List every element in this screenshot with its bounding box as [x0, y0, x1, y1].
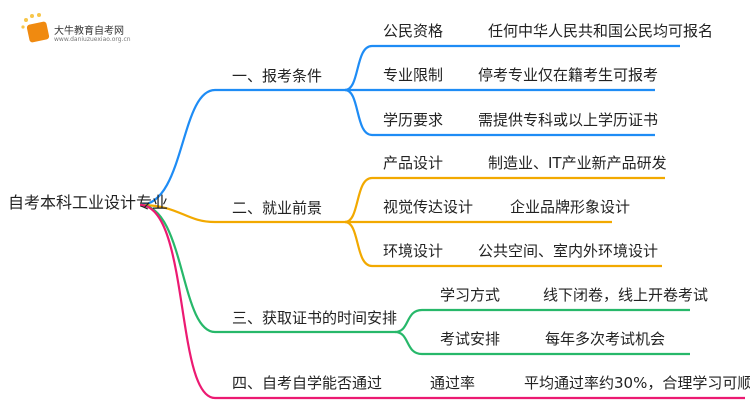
leaf-2-3-key: 环境设计: [383, 242, 444, 260]
leaf-2-2-value: 企业品牌形象设计: [510, 198, 631, 216]
leaf-1-3-value: 需提供专科或以上学历证书: [478, 111, 659, 129]
logo-url: www.daniuzuexiao.org.cn: [54, 36, 131, 43]
branch-4-connector: [139, 203, 745, 400]
leaf-3-2-key: 考试安排: [440, 330, 501, 348]
leaf-1-1-value: 任何中华人民共和国公民均可报名: [488, 22, 714, 40]
leaf-3-2-line: [394, 330, 690, 356]
leaf-3-1-key: 学习方式: [440, 286, 501, 304]
leaf-4-1-value: 平均通过率约30%，合理学习可顺利毕业: [524, 374, 750, 392]
branch-1-connector: [139, 88, 345, 207]
branch-4-label: 四、自考自学能否通过: [232, 374, 383, 392]
branch-2-connector: [139, 203, 345, 224]
leaf-2-3-value: 公共空间、室内外环境设计: [478, 242, 659, 260]
leaf-2-3-line: [344, 220, 662, 268]
leaf-2-1-line: [344, 176, 665, 224]
leaf-1-3-key: 学历要求: [383, 111, 444, 129]
branch-2-label: 二、就业前景: [232, 199, 323, 217]
leaf-1-2-key: 专业限制: [383, 66, 444, 84]
leaf-3-1-value: 线下闭卷，线上开卷考试: [543, 286, 709, 304]
leaf-1-1-key: 公民资格: [383, 22, 444, 40]
branch-1-label: 一、报考条件: [232, 67, 323, 85]
leaf-2-1-key: 产品设计: [383, 154, 444, 172]
logo-title: 大牛教育自考网: [54, 26, 124, 37]
branch-3-connector: [139, 203, 395, 334]
leaf-1-1-line: [344, 44, 680, 92]
leaf-4-1-key: 通过率: [430, 374, 476, 392]
logo: [20, 12, 130, 46]
leaf-1-3-line: [344, 88, 655, 137]
leaf-3-1-line: [394, 308, 690, 334]
leaf-2-1-value: 制造业、IT产业新产品研发: [488, 154, 667, 172]
leaf-2-2-key: 视觉传达设计: [383, 198, 474, 216]
branch-3-label: 三、获取证书的时间安排: [232, 309, 398, 327]
root-topic: 自考本科工业设计专业: [8, 193, 169, 212]
leaf-1-2-value: 停考专业仅在籍考生可报考: [478, 66, 659, 84]
book-icon: [21, 13, 50, 43]
leaf-3-2-value: 每年多次考试机会: [545, 330, 666, 348]
